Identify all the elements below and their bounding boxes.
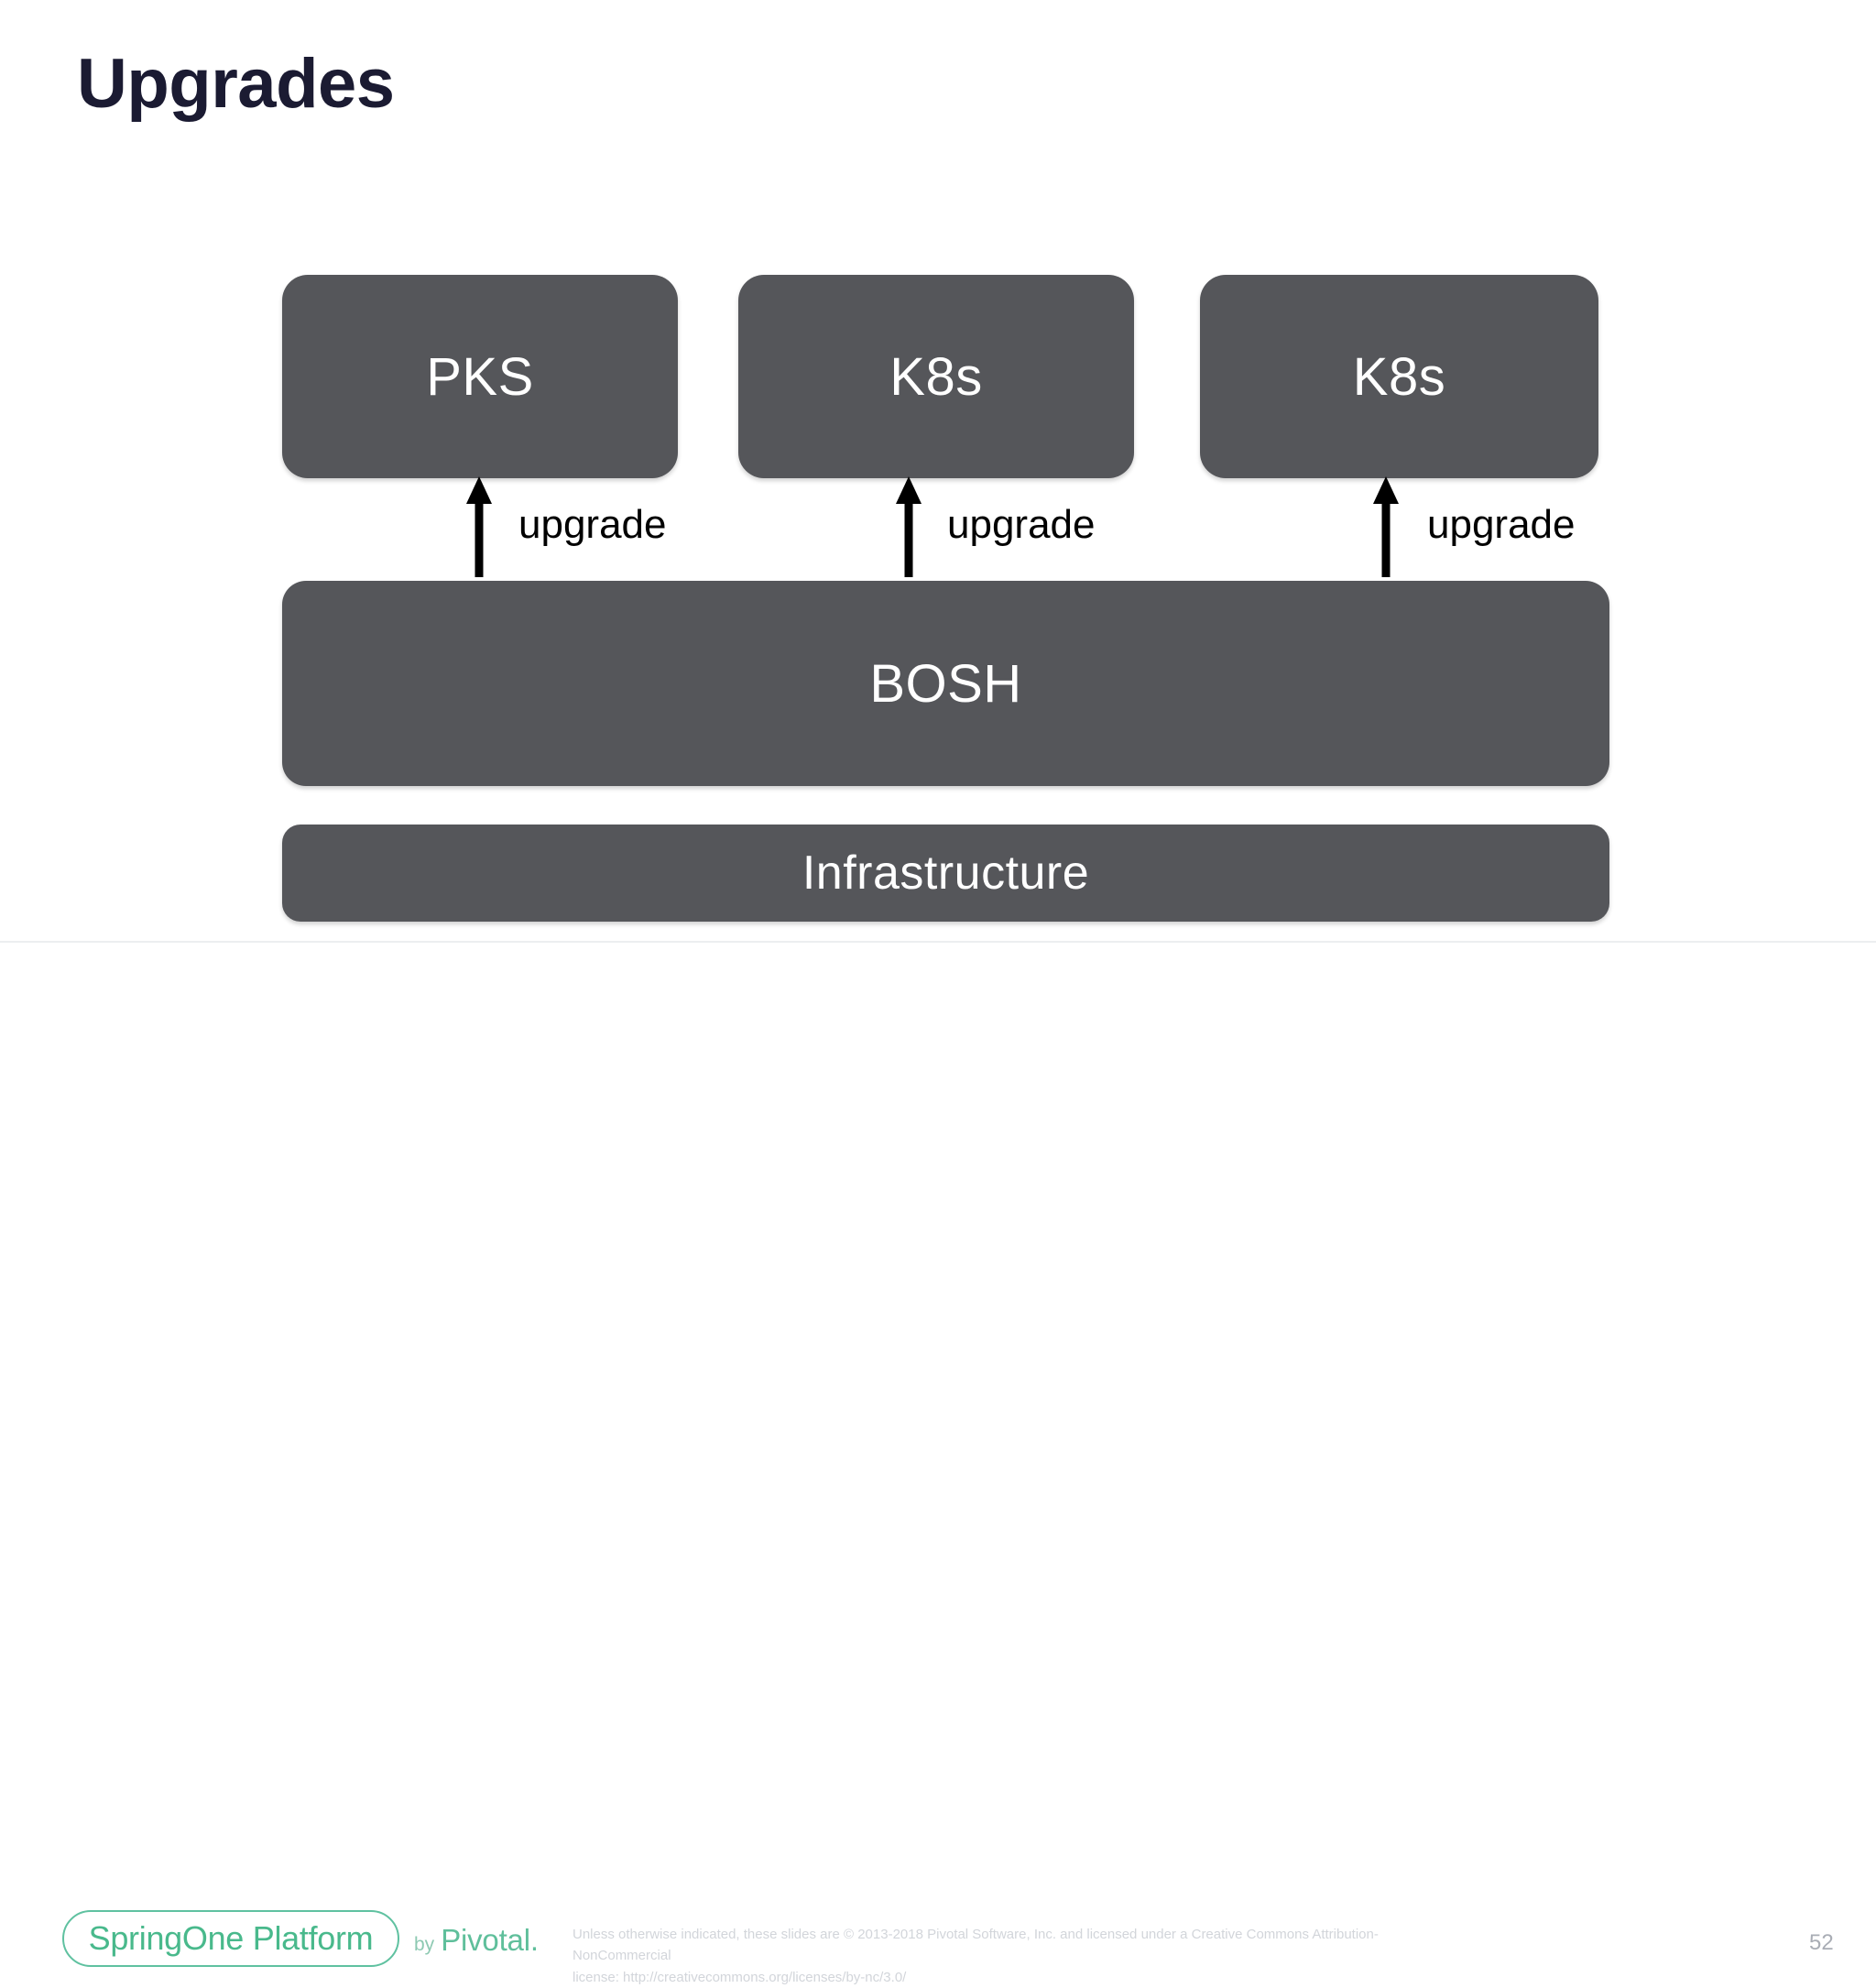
arrow-label-upgrade-1: upgrade [518, 502, 667, 547]
footer-divider [0, 941, 1876, 943]
node-label-k8s-2: K8s [1352, 346, 1446, 407]
logo-text: SpringOne Platform [88, 1919, 374, 1957]
license-line-2: license: http://creativecommons.org/lice… [573, 1969, 907, 1985]
license-line-1: Unless otherwise indicated, these slides… [573, 1927, 1379, 1964]
upgrade-arrow-icon-2 [896, 476, 922, 577]
node-label-pks: PKS [426, 346, 534, 407]
node-box-pks: PKS [282, 275, 678, 478]
node-box-infrastructure: Infrastructure [282, 825, 1609, 922]
pivotal-wordmark: Pivotal. [441, 1923, 539, 1957]
node-box-k8s-2: K8s [1200, 275, 1598, 478]
node-label-infrastructure: Infrastructure [802, 847, 1090, 900]
node-label-k8s-1: K8s [889, 346, 983, 407]
node-box-k8s-1: K8s [738, 275, 1134, 478]
page-number: 52 [1809, 1930, 1834, 1955]
page-title: Upgrades [77, 45, 395, 123]
arrow-label-upgrade-2: upgrade [947, 502, 1096, 547]
upgrade-arrow-icon-1 [466, 476, 492, 577]
node-box-bosh: BOSH [282, 581, 1609, 786]
node-label-bosh: BOSH [869, 653, 1022, 714]
architecture-diagram: PKS K8s K8s upgrade upgrade upgrade BOSH [0, 0, 1876, 934]
upgrade-arrow-icon-3 [1373, 476, 1399, 577]
springone-platform-logo: SpringOne Platform [62, 1910, 399, 1967]
by-pivotal-lockup: by Pivotal. [414, 1923, 539, 1958]
by-word: by [414, 1934, 435, 1955]
license-notice: Unless otherwise indicated, these slides… [573, 1924, 1379, 1988]
arrow-label-upgrade-3: upgrade [1427, 502, 1576, 547]
slide-footer: SpringOne Platform by Pivotal. Unless ot… [0, 943, 1876, 1985]
